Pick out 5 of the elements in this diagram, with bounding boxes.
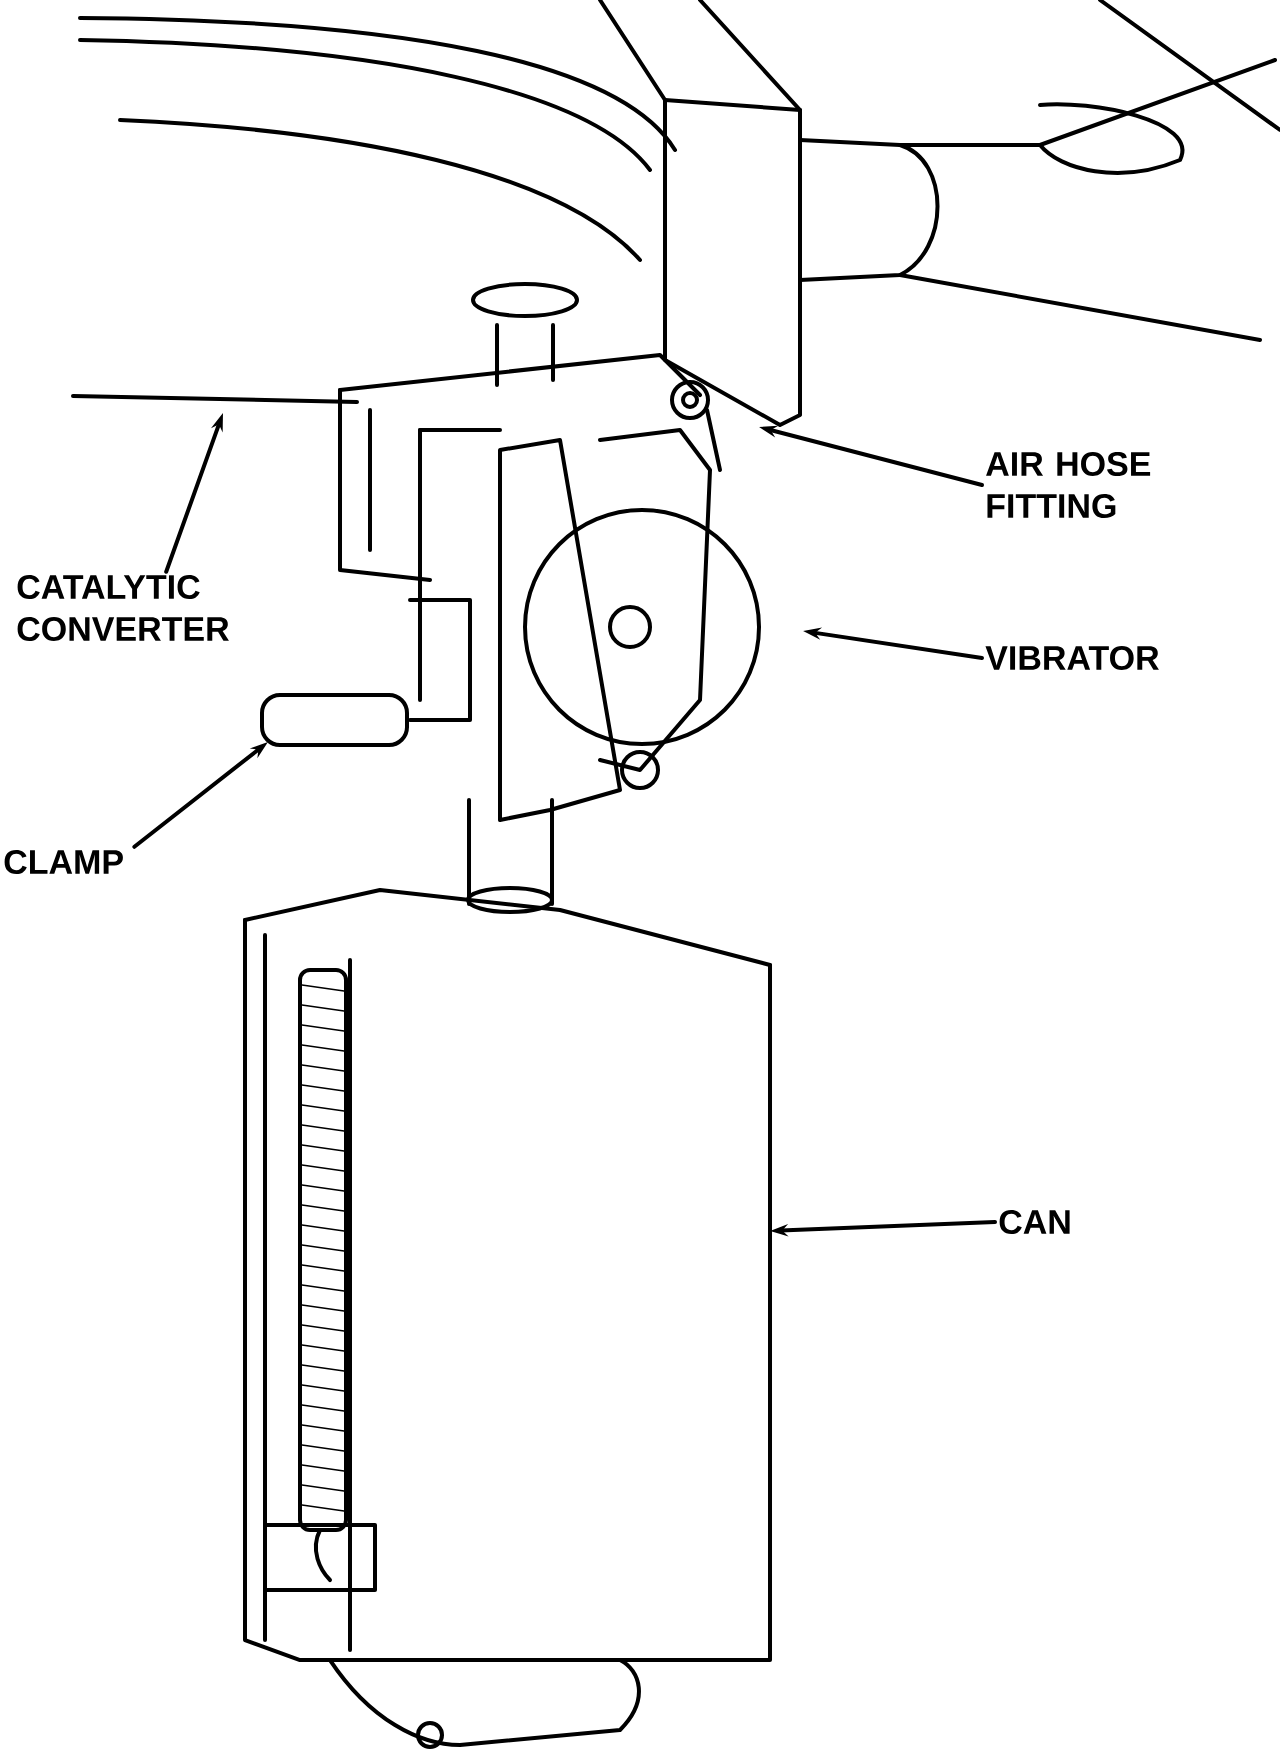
part-label: CLAMP xyxy=(4,849,123,875)
part-label: AIR HOSE FITTING xyxy=(986,451,1151,519)
part-label: CATALYTIC CONVERTER xyxy=(17,574,229,642)
part-label: CAN xyxy=(999,1209,1070,1235)
part-label: VIBRATOR xyxy=(985,645,1159,671)
